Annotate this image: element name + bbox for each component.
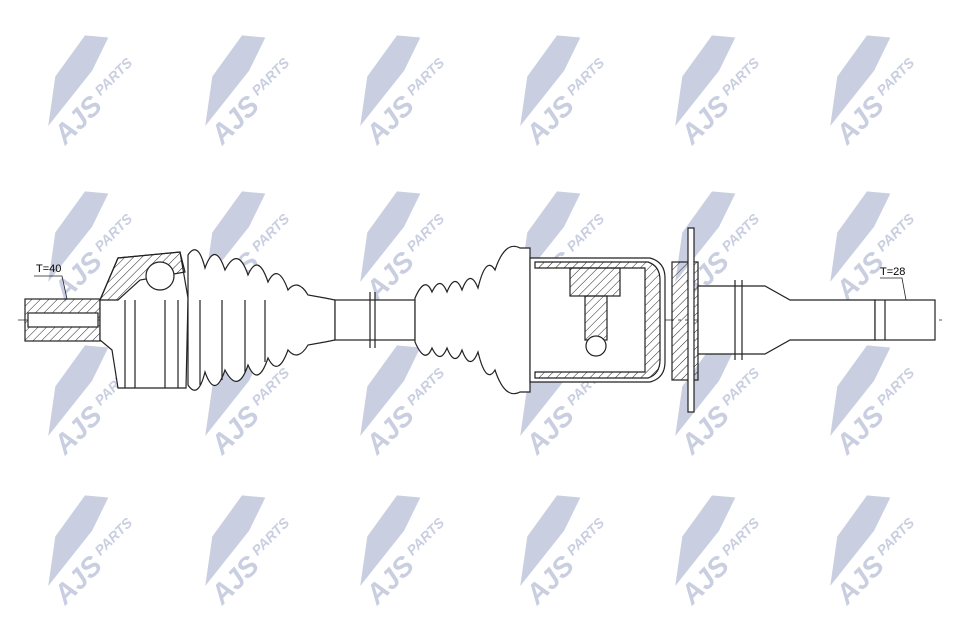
right-spline-stub <box>874 299 936 341</box>
right-spline-label: T=28 <box>880 266 905 278</box>
inner-boot <box>414 245 531 395</box>
right-shaft <box>697 285 876 355</box>
left-spline-label: T=40 <box>36 263 61 275</box>
outer-boot <box>187 249 336 391</box>
